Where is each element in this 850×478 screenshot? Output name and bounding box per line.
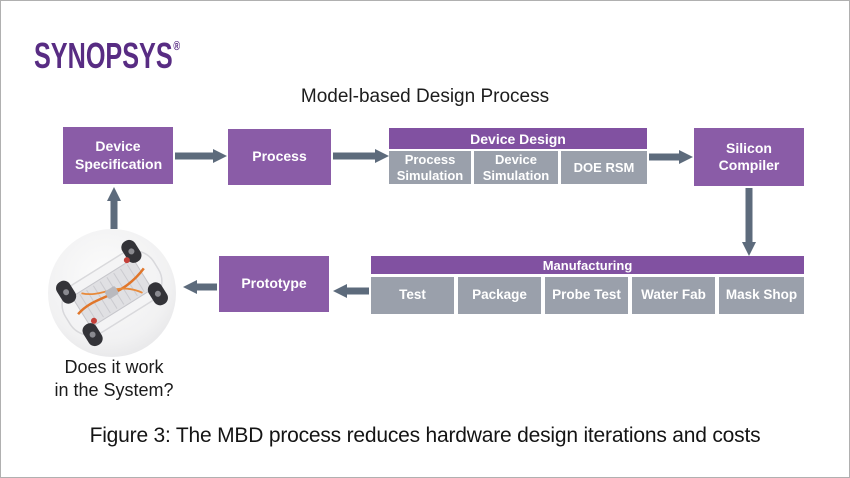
step-package-label: Package	[472, 287, 527, 303]
group-header-manufacturing: Manufacturing	[371, 256, 804, 274]
box-prototype-label: Prototype	[241, 275, 307, 292]
system-question-line2: in the System?	[54, 379, 174, 400]
step-water-fab-label: Water Fab	[641, 287, 706, 303]
step-doe-rsm-label: DOE RSM	[573, 159, 635, 175]
box-process: Process	[228, 129, 331, 185]
system-question-line1: Does it work	[64, 357, 164, 377]
step-mask-shop-label: Mask Shop	[725, 287, 798, 303]
group-header-manufacturing-label: Manufacturing	[542, 257, 633, 273]
step-mask-shop: Mask Shop	[719, 277, 804, 314]
step-device-simulation-label: Device Simulation	[482, 151, 550, 183]
step-process-simulation: Process Simulation	[389, 151, 471, 184]
box-silicon-compiler: Silicon Compiler	[694, 128, 804, 186]
box-prototype: Prototype	[219, 256, 329, 312]
box-silicon-compiler-label: Silicon Compiler	[718, 139, 780, 174]
step-test: Test	[371, 277, 454, 314]
car-battery-grid	[79, 264, 145, 322]
step-process-simulation-label: Process Simulation	[396, 151, 464, 183]
synopsys-logo-text: SYNOPSYS	[34, 35, 173, 76]
group-header-device-design: Device Design	[389, 128, 647, 149]
step-test-label: Test	[399, 287, 426, 303]
step-water-fab: Water Fab	[632, 277, 715, 314]
step-probe-test-label: Probe Test	[552, 287, 621, 303]
box-device-specification: Device Specification	[63, 127, 173, 184]
car-motor-unit	[105, 286, 119, 299]
synopsys-logo: SYNOPSYS®	[34, 29, 181, 74]
car-chassis-image	[48, 229, 176, 357]
box-device-specification-label: Device Specification	[75, 138, 163, 172]
step-probe-test: Probe Test	[545, 277, 628, 314]
step-doe-rsm: DOE RSM	[561, 151, 647, 184]
registered-mark-icon: ®	[173, 38, 181, 53]
diagram-title: Model-based Design Process	[300, 86, 550, 107]
box-process-label: Process	[252, 148, 307, 165]
step-package: Package	[458, 277, 541, 314]
system-question: Does it work in the System?	[19, 356, 209, 401]
car-component-accent	[123, 257, 130, 264]
figure-caption: Figure 3: The MBD process reduces hardwa…	[89, 424, 761, 447]
car-component-accent	[90, 317, 97, 324]
group-header-device-design-label: Device Design	[470, 130, 566, 147]
step-device-simulation: Device Simulation	[474, 151, 558, 184]
